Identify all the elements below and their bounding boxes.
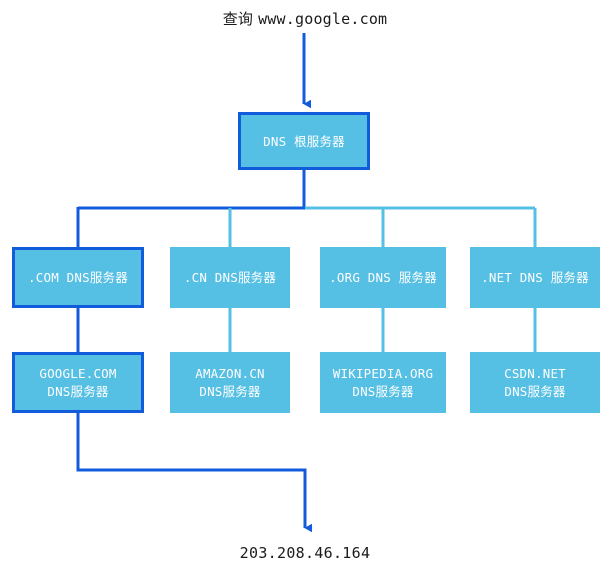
resolved-ip-address: 203.208.46.164 xyxy=(239,544,371,562)
query-title-prefix: 查询 xyxy=(222,10,254,28)
node-auth-wikipedia-org-domain: WIKIPEDIA.ORG xyxy=(332,366,434,381)
query-domain: www.google.com xyxy=(258,10,388,28)
node-tld-org-label: .ORG DNS 服务器 xyxy=(329,270,437,285)
node-dns-root-label: DNS 根服务器 xyxy=(263,133,345,149)
node-dns-root[interactable]: DNS 根服务器 xyxy=(238,112,370,170)
node-tld-cn[interactable]: .CN DNS服务器 xyxy=(170,247,290,308)
node-tld-net-label: .NET DNS 服务器 xyxy=(481,270,589,285)
node-auth-amazon-cn[interactable]: AMAZON.CN DNS服务器 xyxy=(170,352,290,413)
node-auth-csdn-net-domain: CSDN.NET xyxy=(504,366,566,381)
answer-path xyxy=(76,413,312,533)
node-tld-com[interactable]: .COM DNS服务器 xyxy=(12,247,144,308)
node-tld-net[interactable]: .NET DNS 服务器 xyxy=(470,247,600,308)
query-title: 查询 www.google.com xyxy=(0,8,610,29)
node-tld-org[interactable]: .ORG DNS 服务器 xyxy=(320,247,446,308)
node-auth-amazon-cn-domain: AMAZON.CN xyxy=(195,366,265,381)
node-tld-cn-label: .CN DNS服务器 xyxy=(183,270,277,285)
node-auth-google-com[interactable]: GOOGLE.COM DNS服务器 xyxy=(12,352,144,413)
node-auth-google-com-role: DNS服务器 xyxy=(47,384,109,399)
node-auth-csdn-net[interactable]: CSDN.NET DNS服务器 xyxy=(470,352,600,413)
node-auth-wikipedia-org[interactable]: WIKIPEDIA.ORG DNS服务器 xyxy=(320,352,446,413)
node-auth-google-com-domain: GOOGLE.COM xyxy=(39,366,117,381)
node-auth-csdn-net-role: DNS服务器 xyxy=(504,384,566,399)
node-tld-com-label: .COM DNS服务器 xyxy=(28,270,128,285)
node-auth-wikipedia-org-role: DNS服务器 xyxy=(352,384,414,399)
node-auth-amazon-cn-role: DNS服务器 xyxy=(199,384,261,399)
